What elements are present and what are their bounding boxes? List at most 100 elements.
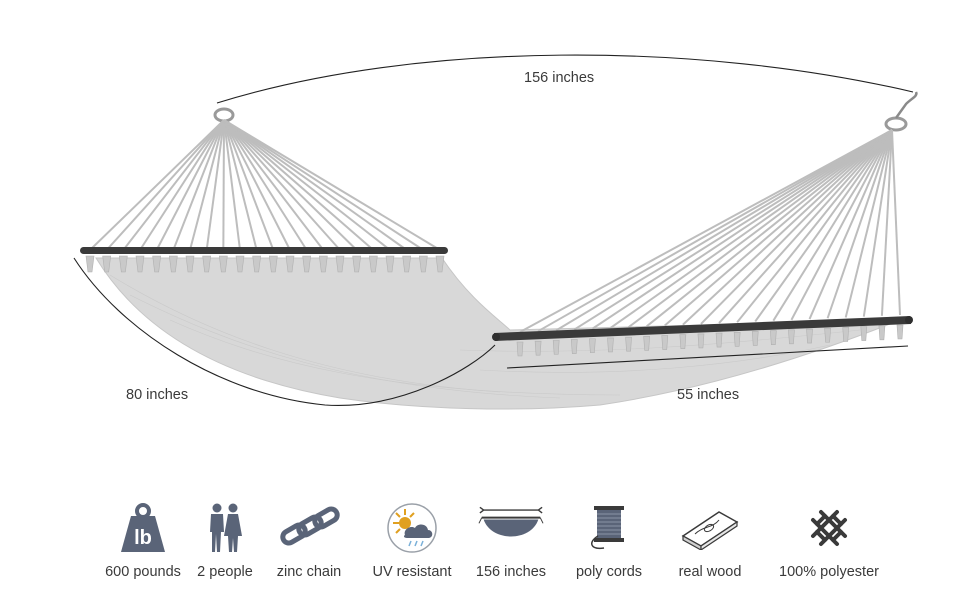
cord <box>754 129 893 323</box>
feature-length: 156 inches <box>456 498 566 590</box>
feature-label: UV resistant <box>372 564 452 580</box>
fringe-tassel <box>643 336 650 351</box>
feature-uv: UV resistant <box>357 498 467 590</box>
cord <box>880 129 893 316</box>
cord <box>222 119 225 251</box>
feature-polyester: 100% polyester <box>774 498 884 590</box>
right-suspension-cords <box>519 129 901 333</box>
fringe-tassel <box>202 255 212 273</box>
cord <box>223 119 241 251</box>
cord <box>122 119 225 251</box>
fringe-tassel <box>824 327 831 343</box>
fringe-tassel <box>102 255 112 273</box>
fringe-tassel <box>516 341 524 357</box>
cord <box>772 129 893 322</box>
left-spreader-bar <box>80 247 448 254</box>
fringe-tassel <box>770 330 777 345</box>
feature-weight: lb 600 pounds <box>88 498 198 590</box>
feature-wood: real wood <box>655 498 765 590</box>
right-spreader-bar <box>494 316 911 341</box>
cord <box>555 129 893 332</box>
cord <box>155 119 225 251</box>
cord <box>105 119 225 251</box>
cord <box>646 129 893 328</box>
uv-sun-icon <box>379 498 445 558</box>
fringe-tassel <box>285 255 295 273</box>
cord <box>223 119 258 251</box>
fringe-tassel <box>352 255 362 273</box>
right-fringe <box>516 324 904 357</box>
spool-icon <box>576 498 642 558</box>
cord <box>223 119 408 251</box>
feature-label: real wood <box>678 564 742 580</box>
length-label: 156 inches <box>524 70 595 86</box>
feature-label: poly cords <box>575 564 643 580</box>
cord <box>172 119 225 251</box>
fringe-tassel <box>788 329 795 345</box>
cord <box>223 119 291 251</box>
cord <box>89 119 225 251</box>
fringe-tassel <box>218 255 228 273</box>
fringe-tassel <box>252 255 262 273</box>
cord <box>223 119 374 251</box>
fringe-tassel <box>534 340 542 356</box>
chain-icon <box>276 498 342 558</box>
fringe-tassel <box>118 255 128 273</box>
cord <box>223 119 308 251</box>
svg-text:lb: lb <box>134 527 152 549</box>
fringe-tassel <box>842 327 850 342</box>
fringe-tassel <box>268 255 278 273</box>
length-dimension-line <box>216 54 914 104</box>
left-suspension-cords <box>89 119 441 251</box>
feature-chain: zinc chain <box>254 498 364 590</box>
left-ring <box>213 107 235 123</box>
fringe-tassel <box>589 338 596 354</box>
cord <box>223 119 391 251</box>
cord <box>808 129 893 320</box>
cord <box>891 129 901 316</box>
hammock-icon <box>478 498 544 558</box>
fringe-tassel <box>435 255 445 273</box>
fringe-tassel <box>418 255 428 273</box>
fringe-tassel <box>607 337 614 353</box>
cord <box>537 129 893 333</box>
fringe-tassel <box>335 255 345 273</box>
cord <box>139 119 225 251</box>
cord <box>682 129 893 326</box>
curve-length-label: 80 inches <box>126 387 189 403</box>
fringe-tassel <box>318 255 328 273</box>
cord <box>826 129 893 319</box>
feature-label: 156 inches <box>475 564 547 580</box>
cord <box>718 129 893 324</box>
fringe-tassel <box>896 324 904 340</box>
fringe-tassel <box>733 331 741 347</box>
cord <box>573 129 893 331</box>
left-fringe <box>85 255 445 273</box>
cord <box>790 129 893 321</box>
cord <box>862 129 893 317</box>
weave-icon <box>796 498 862 558</box>
cord <box>223 119 441 251</box>
right-bar-cap-left <box>492 333 500 341</box>
cord <box>223 119 341 251</box>
feature-label: zinc chain <box>276 564 342 580</box>
feature-cords: poly cords <box>554 498 664 590</box>
feature-people: 2 people <box>170 498 280 590</box>
fringe-tassel <box>715 332 723 348</box>
fringe-tassel <box>570 339 578 354</box>
fringe-tassel <box>385 255 395 273</box>
people-icon <box>192 498 258 558</box>
fringe-tassel <box>697 333 705 349</box>
cord <box>736 129 893 323</box>
width-label: 55 inches <box>677 387 740 403</box>
cord <box>223 119 325 251</box>
cord <box>591 129 893 330</box>
right-bar-cap-right <box>905 316 913 324</box>
cord <box>609 129 893 329</box>
width-dimension-line <box>506 345 909 369</box>
fringe-tassel <box>878 325 886 341</box>
weight-icon: lb <box>110 498 176 558</box>
cord <box>519 129 893 333</box>
cord <box>223 119 358 251</box>
